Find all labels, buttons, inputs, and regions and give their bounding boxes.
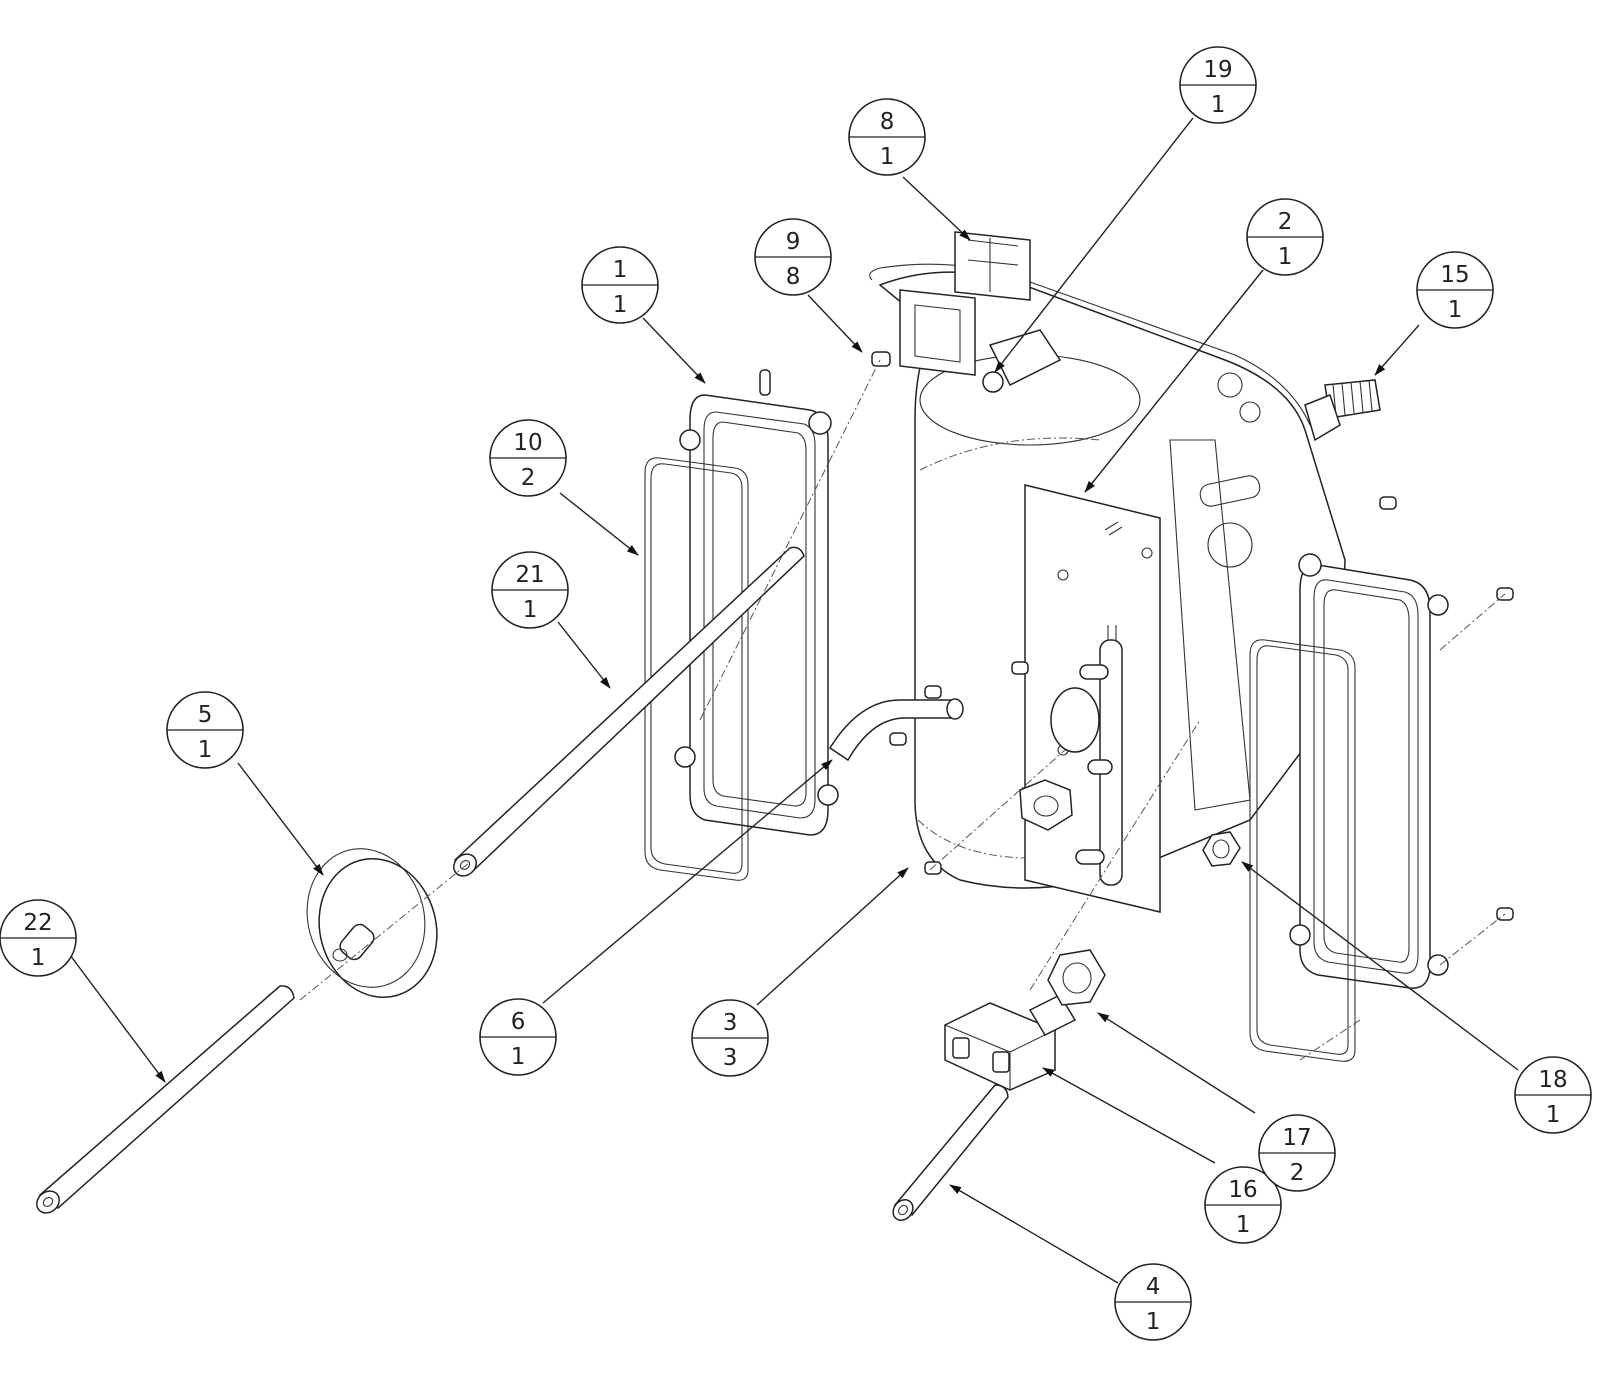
balloon-1-qty: 1 <box>613 292 628 318</box>
balloon-17-qty: 2 <box>1290 1160 1305 1186</box>
balloon-4: 4 1 <box>1114 1263 1192 1341</box>
disc-plate <box>306 848 438 999</box>
balloon-17-item: 17 <box>1282 1125 1311 1151</box>
right-gasket-loop <box>1249 639 1356 1062</box>
balloon-3-qty: 3 <box>723 1045 738 1071</box>
balloon-8-item: 8 <box>880 109 895 135</box>
balloon-19: 19 1 <box>1179 46 1257 124</box>
bottom-left-rod <box>36 985 295 1214</box>
balloon-15: 15 1 <box>1416 251 1494 329</box>
balloon-4-item: 4 <box>1146 1274 1161 1300</box>
balloon-10-item: 10 <box>513 430 542 456</box>
balloon-16: 16 1 <box>1204 1166 1282 1244</box>
balloon-21-qty: 1 <box>523 597 538 623</box>
balloon-5-item: 5 <box>198 702 213 728</box>
balloon-16-item: 16 <box>1228 1177 1257 1203</box>
hex-nut <box>1047 949 1106 1006</box>
right-gasket-frame <box>1289 553 1449 989</box>
balloon-2-item: 2 <box>1278 209 1293 235</box>
balloon-16-qty: 1 <box>1236 1212 1251 1238</box>
bent-pipe <box>828 698 964 762</box>
straight-pipe <box>892 1084 1009 1221</box>
balloon-18-item: 18 <box>1538 1067 1567 1093</box>
balloon-21: 21 1 <box>491 551 569 629</box>
balloon-10: 10 2 <box>489 419 567 497</box>
balloon-19-qty: 1 <box>1211 92 1226 118</box>
balloon-1-item: 1 <box>613 257 628 283</box>
left-gasket-frame <box>674 369 839 836</box>
balloon-15-qty: 1 <box>1448 297 1463 323</box>
circuit-board <box>1019 484 1161 913</box>
switch-block <box>944 994 1077 1091</box>
balloon-22-qty: 1 <box>31 945 46 971</box>
center-lines <box>299 359 1506 1061</box>
balloon-15-item: 15 <box>1440 262 1469 288</box>
balloon-17: 17 2 <box>1258 1114 1336 1192</box>
balloon-5-qty: 1 <box>198 737 213 763</box>
balloon-21-item: 21 <box>515 562 544 588</box>
balloon-9-item: 9 <box>786 229 801 255</box>
balloon-6-qty: 1 <box>511 1044 526 1070</box>
balloon-18: 18 1 <box>1514 1056 1592 1134</box>
balloon-2: 2 1 <box>1246 198 1324 276</box>
balloon-22-item: 22 <box>23 910 52 936</box>
balloon-4-qty: 1 <box>1146 1309 1161 1335</box>
balloon-9: 9 8 <box>754 218 832 296</box>
balloon-9-qty: 8 <box>786 264 801 290</box>
leader-lines <box>69 117 1519 1284</box>
balloon-1: 1 1 <box>581 246 659 324</box>
balloon-2-qty: 1 <box>1278 244 1293 270</box>
left-gasket-loop <box>644 457 749 881</box>
top-connector-block <box>899 231 1031 376</box>
balloon-22: 22 1 <box>0 899 77 977</box>
balloon-10-qty: 2 <box>521 465 536 491</box>
board-tube <box>1075 625 1123 886</box>
balloon-3-item: 3 <box>723 1010 738 1036</box>
balloon-19-item: 19 <box>1203 57 1232 83</box>
long-rod <box>453 546 805 877</box>
balloon-6-item: 6 <box>511 1009 526 1035</box>
balloon-18-qty: 1 <box>1546 1102 1561 1128</box>
balloon-6: 6 1 <box>479 998 557 1076</box>
balloon-8: 8 1 <box>848 98 926 176</box>
adjustment-knob <box>1304 379 1381 442</box>
balloon-8-qty: 1 <box>880 144 895 170</box>
balloon-3: 3 3 <box>691 999 769 1077</box>
small-nut <box>1202 831 1241 867</box>
balloon-5: 5 1 <box>166 691 244 769</box>
